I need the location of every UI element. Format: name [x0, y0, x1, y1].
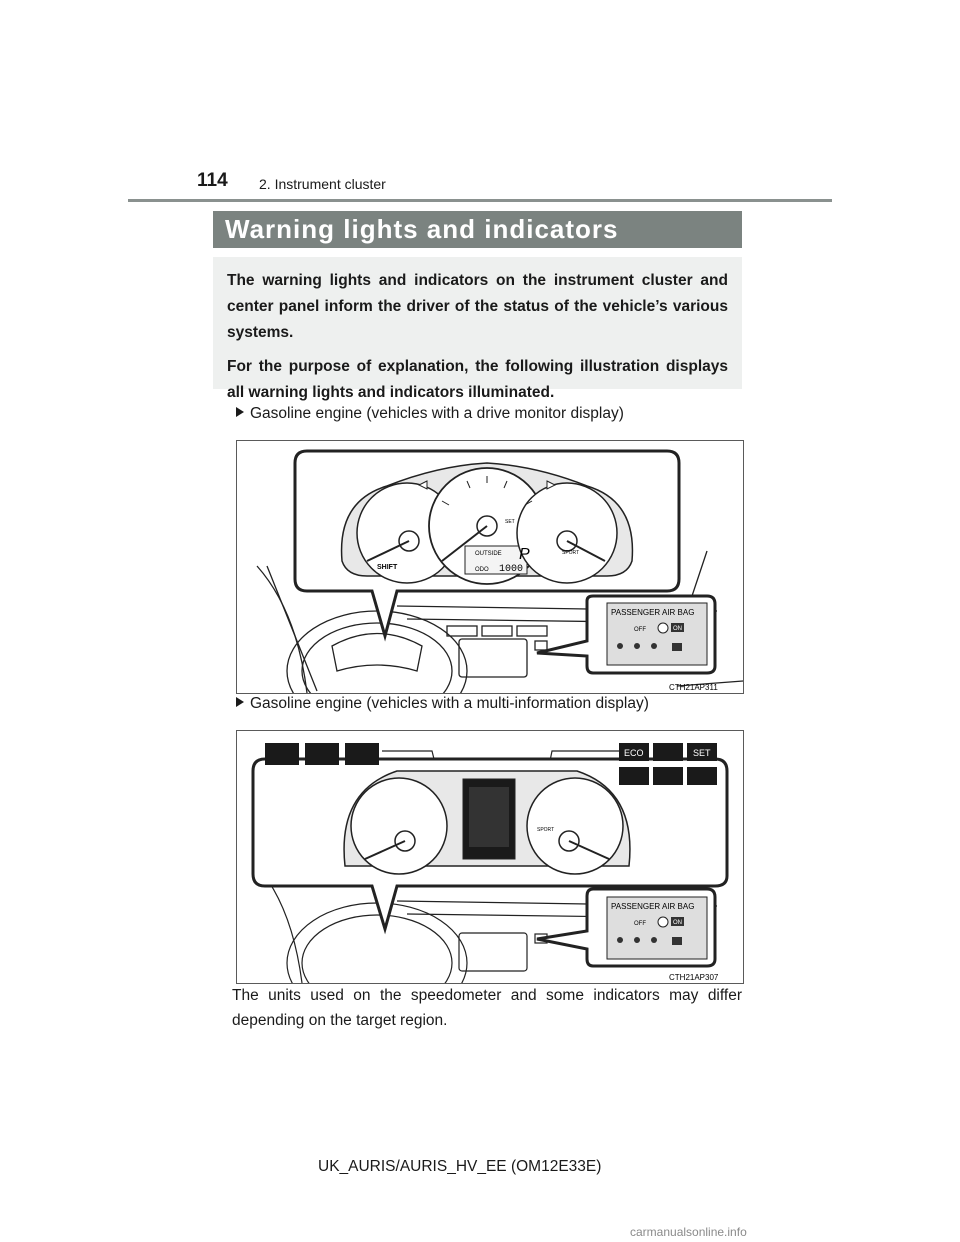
- watermark: carmanualsonline.info: [630, 1225, 747, 1239]
- bullet-triangle-icon: [236, 697, 244, 707]
- figure-1-caption-text: Gasoline engine (vehicles with a drive m…: [250, 405, 624, 422]
- sport-label-2: SPORT: [537, 827, 554, 833]
- gear-indicator: P: [519, 546, 530, 563]
- intro-box: The warning lights and indicators on the…: [213, 257, 742, 401]
- figure-1-code: CTH21AP311: [669, 683, 718, 692]
- set-label: SET: [505, 519, 515, 525]
- figure-1-drive-monitor: SHIFT OUTSIDE ODO 1000 P SET SPORT PASSE…: [236, 440, 744, 694]
- odo-label: ODO: [475, 567, 489, 573]
- intro-paragraph-1: The warning lights and indicators on the…: [227, 272, 728, 341]
- figure-2-code: CTH21AP307: [669, 973, 719, 982]
- passenger-airbag-title-2: PASSENGER AIR BAG: [611, 902, 694, 911]
- shift-label: SHIFT: [377, 564, 398, 571]
- units-note: The units used on the speedometer and so…: [232, 987, 742, 1029]
- section-label: 2. Instrument cluster: [259, 176, 386, 192]
- figure-1-illustration: SHIFT OUTSIDE ODO 1000 P SET SPORT PASSE…: [256, 449, 743, 693]
- svg-text:ECO: ECO: [624, 748, 644, 758]
- airbag-off-label: OFF: [634, 627, 646, 633]
- passenger-airbag-title: PASSENGER AIR BAG: [611, 608, 694, 617]
- outside-label: OUTSIDE: [475, 551, 502, 557]
- svg-text:SET: SET: [693, 748, 711, 758]
- page-number: 114: [197, 170, 228, 191]
- figure-2-multi-info: ECO SET ECO SET: [236, 730, 744, 984]
- footer-model-code: UK_AURIS/AURIS_HV_EE (OM12E33E): [318, 1158, 602, 1175]
- airbag-on-label-2: ON: [673, 920, 682, 926]
- figure-2-caption: Gasoline engine (vehicles with a multi-i…: [236, 695, 649, 713]
- page-title: Warning lights and indicators: [213, 211, 742, 248]
- figure-2-illustration: ECO SET ECO SET: [251, 743, 729, 983]
- bullet-triangle-icon: [236, 407, 244, 417]
- airbag-on-label: ON: [673, 626, 682, 632]
- airbag-off-label-2: OFF: [634, 921, 646, 927]
- intro-paragraph-2: For the purpose of explanation, the foll…: [227, 358, 728, 401]
- header-rule: [128, 199, 832, 202]
- figure-2-caption-text: Gasoline engine (vehicles with a multi-i…: [250, 695, 649, 712]
- sport-label: SPORT: [562, 550, 579, 556]
- figure-1-caption: Gasoline engine (vehicles with a drive m…: [236, 405, 624, 423]
- odo-value: 1000: [499, 564, 523, 575]
